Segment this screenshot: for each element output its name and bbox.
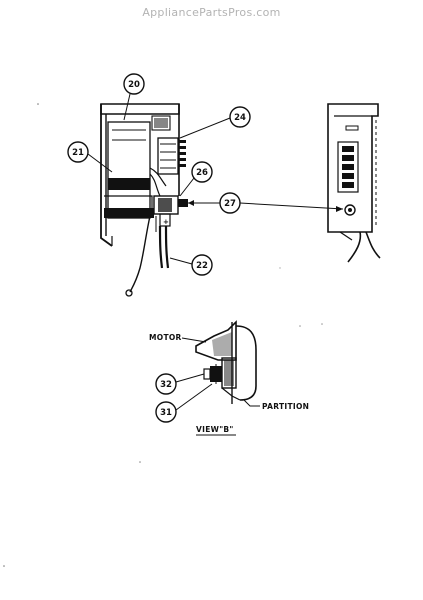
relay-block-fill [158, 198, 172, 212]
callout-20-label: 20 [128, 80, 140, 90]
front-panel-cord-a [347, 231, 362, 263]
callout-21-label: 21 [72, 148, 84, 158]
power-cord-right [164, 225, 170, 269]
callout-21: 21 [67, 141, 113, 173]
ground-wire [129, 215, 151, 293]
callout-24-label: 24 [234, 113, 246, 123]
callout-31-label: 31 [160, 408, 172, 418]
control-box-label-plate [151, 115, 171, 131]
capacitor-detail-lines [112, 129, 146, 141]
callout-31: 31 [155, 383, 213, 423]
terminal-plus-glyph: + [163, 218, 169, 226]
callout-24: 24 [179, 106, 251, 139]
capacitor-body [107, 121, 151, 219]
selector-switch-terminals [178, 140, 186, 167]
control-box-top-flange [100, 103, 180, 115]
partition-label: PARTITION [262, 402, 309, 411]
motor-mount-bracket-fill [224, 360, 234, 386]
arrow-27-right [336, 206, 343, 212]
callout-32-label: 32 [160, 380, 172, 390]
mount-base-line [221, 387, 241, 401]
motor-label: MOTOR [149, 333, 182, 342]
partition-leader [243, 399, 260, 407]
wire-cap-switch-1 [149, 167, 167, 187]
capacitor-band [108, 178, 150, 190]
view-b-detail [195, 320, 257, 404]
partition-plate [235, 325, 257, 401]
callout-27: 27 [219, 192, 241, 214]
arrow-27-left [188, 200, 194, 206]
control-box-left-edge [100, 104, 113, 247]
control-box-assembly: + [100, 103, 188, 297]
callout-32: 32 [155, 373, 205, 395]
front-panel-cord-b [365, 231, 381, 259]
selector-switch-body [157, 137, 179, 175]
callout-20: 20 [123, 73, 145, 121]
thermostat-connector [178, 199, 188, 207]
callout-22-label: 22 [196, 261, 208, 271]
label-plate-fill [154, 118, 168, 128]
ground-ring-terminal [125, 289, 133, 297]
callout-26: 26 [179, 161, 213, 197]
watermark: AppliancePartsPros.com [142, 6, 281, 19]
motor-leader [181, 337, 207, 343]
callout-22: 22 [169, 254, 213, 276]
leader-27-right [239, 202, 344, 210]
switch-inner-lines [160, 143, 176, 169]
capacitor-bracket [104, 208, 154, 218]
front-panel-cord-c [339, 231, 353, 241]
front-panel-switch-frame [337, 141, 359, 193]
wire-cap-switch-2 [149, 173, 161, 197]
view-b-caption: VIEW"B" [196, 425, 234, 434]
power-cord-left [158, 225, 164, 269]
mount-nut [203, 368, 211, 380]
thermostat-knob-shaft [344, 204, 356, 216]
front-panel-slot [345, 125, 359, 131]
front-panel-switch-buttons [342, 146, 354, 188]
motor-body-shade [212, 332, 232, 356]
motor-body [195, 320, 237, 361]
scan-specks [3, 103, 323, 567]
callout-26-label: 26 [196, 168, 208, 178]
thermostat-knob-center [348, 208, 352, 212]
front-panel-view [327, 103, 381, 263]
callout-27-label: 27 [224, 199, 236, 209]
